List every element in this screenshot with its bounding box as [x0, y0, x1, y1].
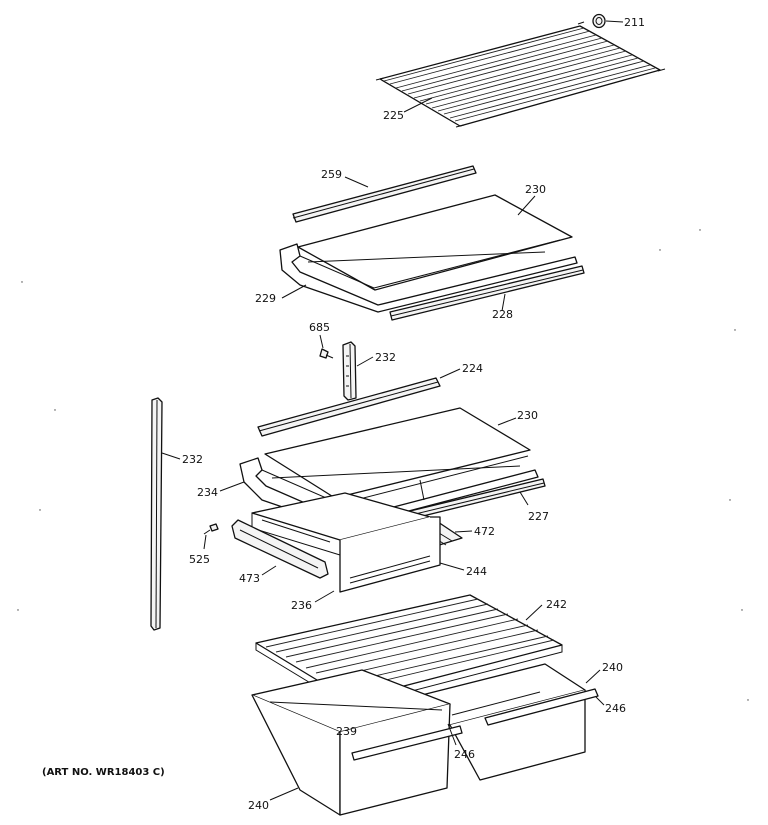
callout-230-lower: 230 [517, 409, 538, 422]
part-259-front-rail [292, 165, 477, 223]
part-232-ladder-long [150, 397, 181, 631]
part-230-glass-panel-upper [297, 194, 573, 291]
part-229-shelf-frame [279, 239, 578, 313]
callout-259: 259 [321, 168, 342, 181]
callout-232-upper: 232 [375, 351, 396, 364]
part-224-front-rail [257, 368, 461, 437]
callout-236: 236 [291, 599, 312, 612]
part-240-crisper-drawer-right [409, 663, 605, 781]
callout-230-upper: 230 [525, 183, 546, 196]
callout-525: 525 [189, 553, 210, 566]
callout-232-long: 232 [182, 453, 203, 466]
part-236-leader [314, 590, 335, 603]
callout-225: 225 [383, 109, 404, 122]
callout-240-right: 240 [602, 661, 623, 674]
part-211-cap [592, 13, 624, 29]
callout-211: 211 [624, 16, 645, 29]
callout-246-left: 246 [454, 748, 475, 761]
callout-234: 234 [197, 486, 218, 499]
part-225-wire-shelf [375, 21, 666, 128]
scan-specks [17, 229, 749, 701]
part-244-drawer [251, 492, 465, 593]
callout-244: 244 [466, 565, 487, 578]
callout-224: 224 [462, 362, 483, 375]
callout-227: 227 [528, 510, 549, 523]
part-473-drawer-slide [231, 519, 329, 579]
callout-473: 473 [239, 572, 260, 585]
callout-246-right: 246 [605, 702, 626, 715]
callout-242: 242 [546, 598, 567, 611]
part-525-screw [203, 523, 219, 550]
callout-239: 239 [336, 725, 357, 738]
part-232-ladder-upper [342, 341, 374, 401]
callout-229: 229 [255, 292, 276, 305]
part-228-rear-rail [389, 265, 585, 321]
callout-240-left: 240 [248, 799, 269, 812]
callout-472: 472 [474, 525, 495, 538]
callout-685: 685 [309, 321, 330, 334]
callout-228: 228 [492, 308, 513, 321]
art-number: (ART NO. WR18403 C) [42, 767, 165, 778]
part-240-crisper-drawer-left [251, 669, 463, 816]
part-685-screw [319, 334, 334, 359]
callout-labels: 211 225 259 230 229 228 685 232 224 230 … [182, 16, 645, 812]
